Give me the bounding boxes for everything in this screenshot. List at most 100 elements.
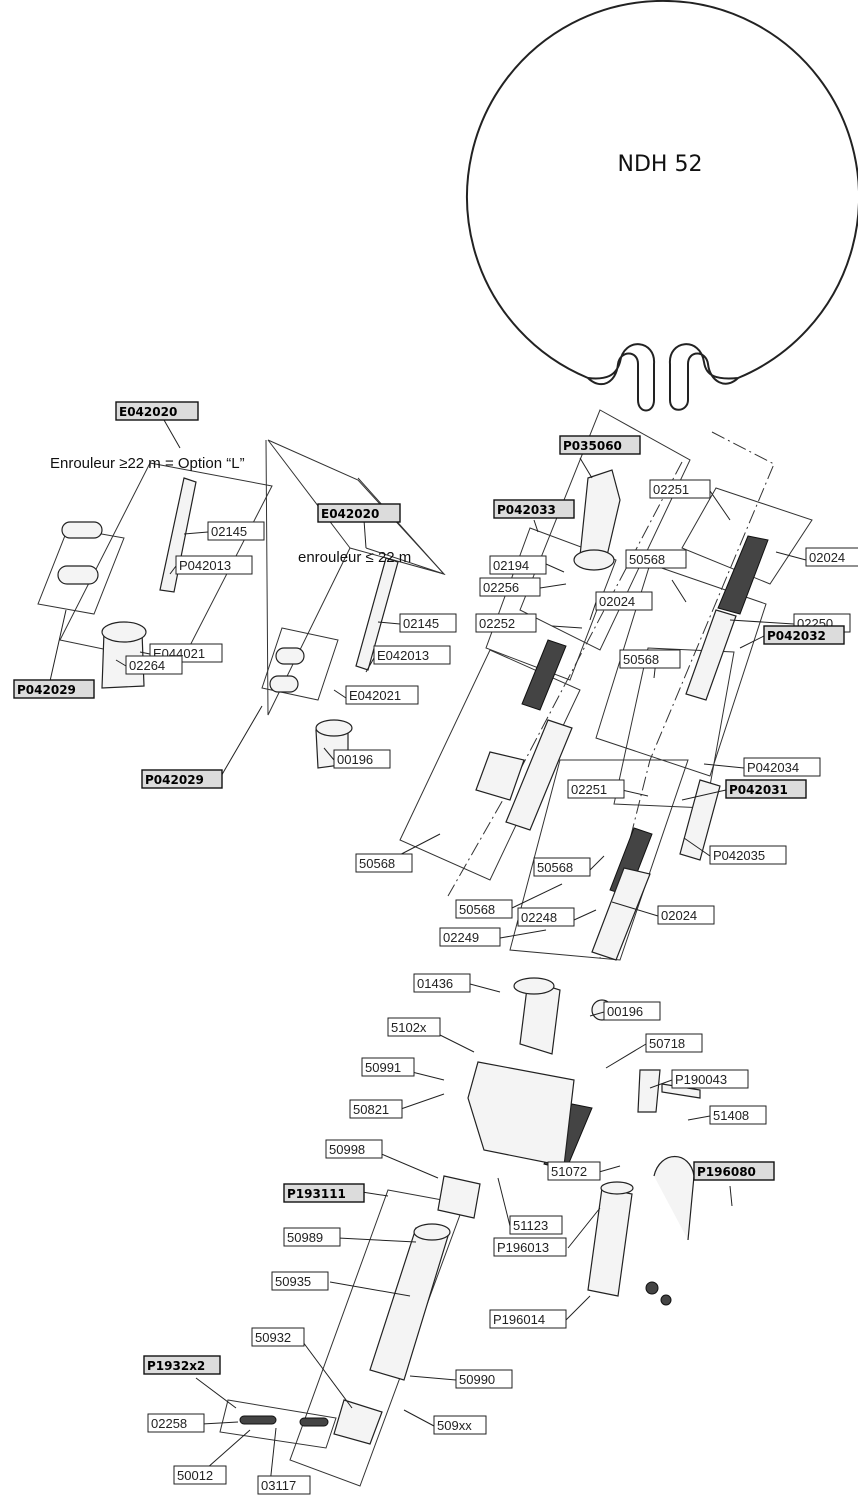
cylinder-part — [587, 1187, 633, 1297]
leader-02024-a — [775, 551, 807, 561]
note-option-l: Enrouleur ≥22 m = Option “L” — [50, 455, 245, 472]
label-text: 02024 — [661, 908, 697, 923]
main-shaft — [505, 719, 573, 831]
part-label-50989: 50989 — [283, 1227, 341, 1247]
kit-frame-p042031-lower — [509, 759, 689, 961]
label-box — [479, 577, 541, 597]
label-box — [763, 625, 845, 645]
ring-part — [61, 521, 103, 539]
leader-p190043 — [649, 1079, 673, 1089]
leader-p196014 — [565, 1295, 591, 1321]
label-text: 50989 — [287, 1230, 323, 1245]
label-text: 03117 — [261, 1478, 296, 1493]
tube-part — [591, 867, 651, 961]
leader-50990 — [409, 1375, 457, 1381]
label-text: 51072 — [551, 1164, 587, 1179]
part-label-02249: 02249 — [439, 927, 501, 947]
label-text: 5102x — [391, 1020, 427, 1035]
leader-02248 — [573, 909, 597, 921]
label-text: P193111 — [287, 1187, 346, 1201]
leader-02249 — [499, 929, 547, 939]
label-box — [709, 845, 787, 865]
part-label-p196013: P196013 — [493, 1237, 567, 1257]
label-box — [657, 905, 715, 925]
handle-base — [573, 549, 615, 571]
label-box — [725, 779, 807, 799]
leader-lines — [47, 419, 807, 1485]
strap-part — [159, 477, 197, 593]
nut-part — [660, 1294, 672, 1306]
tube-part — [369, 1227, 449, 1381]
label-box — [283, 1227, 341, 1247]
column-top — [513, 977, 555, 995]
label-box — [455, 899, 513, 919]
label-text: 51123 — [513, 1218, 548, 1233]
bushing-part — [437, 1175, 481, 1219]
label-box — [595, 591, 653, 611]
label-text: P196014 — [493, 1312, 545, 1327]
label-box — [147, 1413, 205, 1433]
leader-01436 — [469, 983, 501, 993]
label-text: P042029 — [145, 773, 204, 787]
nut-part — [645, 1281, 659, 1295]
label-box — [115, 401, 199, 421]
label-text: 02251 — [571, 782, 607, 797]
label-text: 01436 — [417, 976, 453, 991]
part-label-50568-b: 50568 — [619, 649, 681, 669]
label-text: 50991 — [365, 1060, 401, 1075]
label-box — [533, 857, 591, 877]
part-label-51408: 51408 — [709, 1105, 767, 1125]
label-box — [547, 1161, 601, 1181]
label-box — [649, 479, 711, 499]
leader-02145-a — [183, 531, 209, 535]
leader-e042013 — [365, 657, 375, 673]
leader-50568-c — [589, 855, 605, 871]
label-box — [317, 503, 401, 523]
leader-02250 — [729, 619, 795, 625]
label-box — [125, 655, 183, 675]
leader-02194 — [545, 563, 565, 573]
part-label-02258: 02258 — [147, 1413, 205, 1433]
part-label-p196080: P196080 — [693, 1161, 775, 1181]
note-enrouleur-22: enrouleur ≤ 22 m — [298, 549, 411, 566]
label-box — [141, 769, 223, 789]
spring-coil — [521, 639, 567, 711]
part-label-50568-e: 50568 — [455, 899, 513, 919]
part-label-02251-b: 02251 — [567, 779, 625, 799]
kit-frame-p1932x2 — [219, 1399, 337, 1449]
part-label-p193111: P193111 — [283, 1183, 365, 1203]
label-text: P196080 — [697, 1165, 756, 1179]
leader-e042021 — [333, 689, 347, 699]
ring-part — [269, 675, 299, 693]
label-box — [567, 779, 625, 799]
leader-50935 — [329, 1281, 411, 1297]
leader-p042031 — [681, 789, 727, 801]
spring-coil — [717, 535, 769, 615]
u-bolt — [653, 1155, 695, 1241]
part-label-p042031: P042031 — [725, 779, 807, 799]
label-text: 00196 — [337, 752, 373, 767]
kit-frame-p042033-spring — [681, 487, 813, 585]
leader-e042020-b — [363, 519, 367, 549]
label-box — [283, 1183, 365, 1203]
part-label-e042021: E042021 — [345, 685, 419, 705]
label-box — [413, 973, 471, 993]
label-text: 509xx — [437, 1418, 472, 1433]
label-text: 02251 — [653, 482, 689, 497]
label-text: E042013 — [377, 648, 429, 663]
label-text: 02248 — [521, 910, 557, 925]
leader-e044021 — [139, 651, 151, 655]
clamp-top-small — [315, 719, 353, 737]
label-text: P042013 — [179, 558, 231, 573]
part-label-50568-a: 50568 — [625, 549, 687, 569]
label-box — [743, 757, 821, 777]
part-label-p190043: P190043 — [671, 1069, 749, 1089]
clamp-top — [101, 621, 147, 643]
leader-e042020-a — [163, 419, 181, 449]
leader-02258 — [201, 1421, 239, 1425]
leader-p196013 — [567, 1207, 601, 1249]
kit-frame-p042031 — [519, 409, 691, 651]
label-box — [559, 435, 641, 455]
part-label-02252: 02252 — [475, 613, 537, 633]
